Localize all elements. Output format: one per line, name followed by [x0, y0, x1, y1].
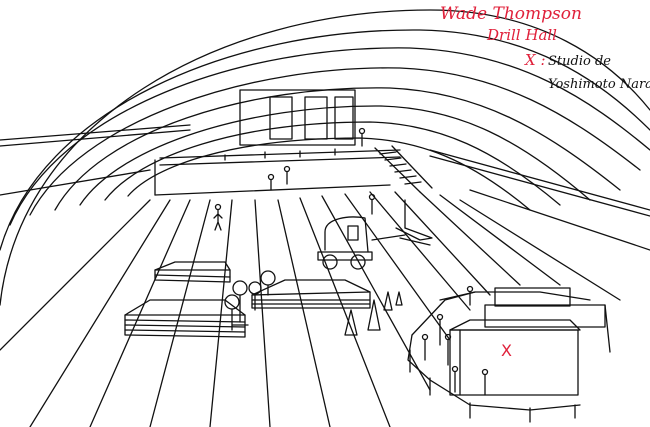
platform-center [251, 279, 371, 309]
vault-rails [0, 124, 650, 251]
legend-studio-line1: Studio de [548, 54, 611, 69]
legend-x-label: X : [525, 51, 546, 69]
people [213, 127, 376, 231]
back-wall [154, 89, 401, 196]
spotlights [224, 270, 276, 331]
floor-lines [0, 191, 621, 427]
title-line2: Drill Hall [487, 26, 557, 44]
title-line1: Wade Thompson [440, 4, 582, 24]
platform-left-small [154, 261, 231, 283]
forklift [317, 199, 433, 270]
cones [344, 291, 403, 336]
vault-arches [0, 9, 650, 306]
staircase [374, 145, 433, 193]
studio-x-mark: X [501, 341, 512, 360]
legend-studio-line2: Yoshimoto Nara [548, 77, 650, 92]
studio-area [407, 285, 611, 423]
